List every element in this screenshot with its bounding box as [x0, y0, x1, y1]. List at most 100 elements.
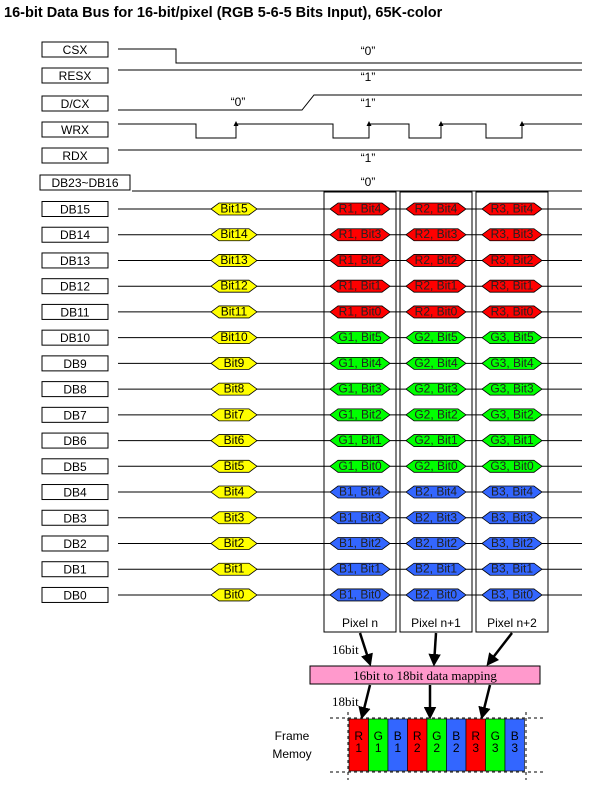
- bus-line-box: [41, 484, 109, 501]
- pixel-bit-label: B2, Bit0: [415, 587, 457, 601]
- pixel-bit-cell: [329, 356, 391, 370]
- bus-line-box: [41, 278, 109, 295]
- bus-line-label: DB14: [60, 228, 90, 242]
- pixel-bit-cell: [481, 485, 543, 499]
- pixel-bit-cell: [329, 511, 391, 525]
- bus-line-box: [41, 586, 109, 603]
- frame-memory-cell: B3: [504, 718, 525, 772]
- pixel-label: Pixel n+1: [411, 616, 461, 630]
- pixel-bit-label: G2, Bit5: [414, 330, 458, 344]
- pixel-bit-cell: [329, 202, 391, 216]
- pixel-bit-label: B1, Bit3: [339, 510, 381, 524]
- pixel-bit-label: R2, Bit4: [415, 202, 458, 216]
- pixel-bit-cell: [405, 228, 467, 242]
- pixel-bit-cell: [405, 537, 467, 550]
- frame-memory-cell-index: 3: [492, 741, 499, 755]
- pixel-bit-label: B3, Bit0: [491, 587, 533, 601]
- bus-line-label: DB0: [63, 588, 87, 602]
- frame-memory-label: Memoy: [272, 747, 311, 761]
- pixel-bit-cell: [329, 382, 391, 396]
- pixel-bit-cell: [329, 588, 391, 602]
- frame-memory-cell-index: 1: [375, 741, 382, 755]
- bus-line-box: [41, 406, 109, 423]
- pixel-bit-cell: [329, 228, 391, 242]
- mapping-section: 16bit 16bit to 18bit data mapping 18bit: [309, 632, 541, 720]
- pixel-bit-cell: [329, 485, 391, 499]
- frame-memory-cell-index: 3: [511, 741, 518, 755]
- pixel-bit-cell: [481, 356, 543, 370]
- command-bit-label: Bit7: [224, 407, 245, 421]
- pixel-bit-cell: [481, 459, 543, 473]
- signal-level: “0”: [361, 44, 376, 58]
- frame-memory-cell-color: B: [511, 729, 519, 743]
- pixel-bit-label: G3, Bit3: [490, 382, 534, 396]
- pixel-bit-cell: [329, 408, 391, 422]
- command-bit-label: Bit13: [220, 253, 248, 267]
- pixel-bit-cell: [405, 356, 467, 370]
- mapping-arrow: [358, 632, 373, 667]
- bus-line-label: DB15: [60, 203, 90, 217]
- bus-line-box: [41, 535, 109, 552]
- bus-line-box: [41, 226, 109, 243]
- pixel-bit-cell: [481, 202, 543, 216]
- signal-level-low: “0”: [231, 95, 246, 109]
- pixel-bit-cell: [329, 305, 391, 319]
- pixel-bit-label: B3, Bit4: [491, 485, 533, 499]
- pixel-bit-label: R1, Bit2: [339, 253, 382, 267]
- bus-line-box: [41, 381, 109, 398]
- pixel-bit-label: R2, Bit2: [415, 253, 458, 267]
- pixel-bit-cell: [405, 485, 467, 499]
- pixel-bit-cell: [481, 228, 543, 242]
- command-bit-label: Bit15: [220, 202, 248, 216]
- signal-label: DB23~DB16: [51, 176, 118, 190]
- pixel-bit-cell: [481, 279, 543, 293]
- signal-dcx: D/CX “0” “1”: [41, 94, 582, 112]
- command-bit-cell: [210, 202, 258, 216]
- pixel-bit-cell: [405, 562, 467, 576]
- bus-line-box: [41, 252, 109, 269]
- pixel-bit-cell: [405, 331, 467, 345]
- pixel-bit-cell: [481, 511, 543, 525]
- pixel-bit-label: B1, Bit2: [339, 536, 381, 550]
- frame-memory-cell: G2: [426, 718, 447, 772]
- pixel-bit-cell: [481, 588, 543, 602]
- frame-memory-cell: R1: [348, 718, 369, 772]
- bus-line-box: [41, 458, 109, 475]
- mapping-arrow: [428, 632, 441, 667]
- bus-width-out: 18bit: [332, 694, 359, 709]
- frame-memory-cell-color: G: [432, 729, 441, 743]
- command-bit-cell: [210, 485, 258, 499]
- pixel-bit-label: G1, Bit4: [338, 356, 382, 370]
- bus-line-label: DB3: [63, 511, 87, 525]
- bus-line-box: [41, 432, 109, 449]
- pixel-bit-cell: [405, 511, 467, 525]
- frame-memory-cell: G1: [368, 718, 389, 772]
- pixel-bit-label: R2, Bit1: [415, 279, 458, 293]
- command-bit-label: Bit14: [220, 227, 248, 241]
- pixel-bit-label: G3, Bit0: [490, 459, 534, 473]
- pixel-bit-cell: [329, 434, 391, 447]
- mapping-label: 16bit to 18bit data mapping: [353, 668, 497, 683]
- frame-memory-cell-index: 2: [414, 741, 421, 755]
- diagram-title: 16-bit Data Bus for 16-bit/pixel (RGB 5-…: [4, 5, 443, 21]
- pixel-bit-label: G2, Bit0: [414, 459, 458, 473]
- pixel-bit-label: B2, Bit1: [415, 562, 457, 576]
- pixel-bit-cell: [329, 537, 391, 550]
- frame-memory-cell: G3: [485, 718, 506, 772]
- bus-line-label: DB10: [60, 331, 90, 345]
- pixel-bit-label: R1, Bit3: [339, 227, 382, 241]
- bus-line-box: [41, 355, 109, 372]
- frame-memory-cell: R2: [407, 718, 428, 772]
- pixel-columns: Pixel n Pixel n+1 Pixel n+2: [323, 191, 549, 633]
- pixel-bit-label: R3, Bit2: [491, 253, 534, 267]
- bus-line-label: DB5: [63, 460, 87, 474]
- command-bit-cell: [210, 511, 258, 525]
- bus-line-label: DB4: [63, 486, 87, 500]
- pixel-bit-cell: [329, 459, 391, 473]
- frame-memory-cell-index: 1: [355, 741, 362, 755]
